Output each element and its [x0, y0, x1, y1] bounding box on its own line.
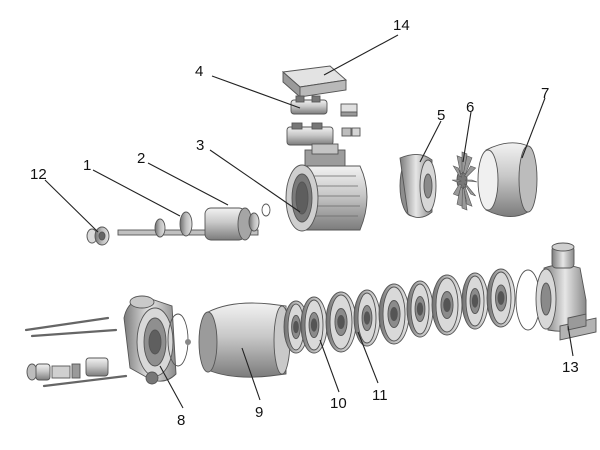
pump-stages — [283, 268, 516, 354]
fan-blade — [452, 183, 462, 197]
callout-7: 7 — [541, 85, 549, 102]
motor-housing — [261, 143, 368, 232]
front-bearing — [86, 226, 110, 246]
callout-12: 12 — [30, 166, 47, 183]
callout-8: 8 — [177, 412, 185, 429]
diffuser-disc — [300, 296, 328, 354]
diffuser-disc — [461, 272, 489, 330]
cooling-fan — [451, 151, 478, 211]
outlet-casing — [515, 242, 597, 341]
impeller-disc — [325, 291, 357, 353]
diffuser-disc — [353, 289, 381, 347]
tie-rods — [24, 316, 128, 388]
callout-10: 10 — [330, 395, 347, 412]
callout-13: 13 — [562, 359, 579, 376]
rotor-shaft — [117, 207, 260, 241]
callout-14: 14 — [393, 17, 410, 34]
rear-end-bell — [399, 154, 437, 218]
fan-cover — [477, 142, 538, 217]
callout-2: 2 — [137, 150, 145, 167]
callout-11: 11 — [372, 387, 388, 404]
fan-blade — [463, 183, 476, 197]
terminal-box-cover — [281, 65, 348, 98]
diffuser-disc — [406, 280, 434, 338]
fan-blade — [463, 155, 473, 175]
pump-sleeve — [198, 302, 291, 378]
inlet-casing — [123, 295, 191, 385]
fan-blade — [451, 179, 462, 183]
callout-1: 1 — [83, 157, 91, 174]
callout-4: 4 — [195, 63, 203, 80]
callout-labels: 14 4 3 2 1 12 5 6 7 8 9 10 11 13 — [30, 17, 579, 429]
leader-lines — [44, 34, 574, 409]
impeller-disc — [431, 274, 463, 336]
terminal-block — [286, 95, 361, 146]
fan-blade — [463, 186, 473, 207]
callout-6: 6 — [466, 99, 474, 116]
fan-blade — [464, 165, 477, 178]
fan-blade — [464, 179, 478, 183]
callout-3: 3 — [196, 137, 204, 154]
fan-blade — [456, 186, 463, 207]
impeller-disc — [486, 268, 516, 328]
drain-plug-assembly — [26, 357, 109, 381]
callout-9: 9 — [255, 404, 263, 421]
fan-blade — [452, 165, 462, 178]
callout-5: 5 — [437, 107, 445, 124]
impeller-disc — [378, 283, 410, 345]
